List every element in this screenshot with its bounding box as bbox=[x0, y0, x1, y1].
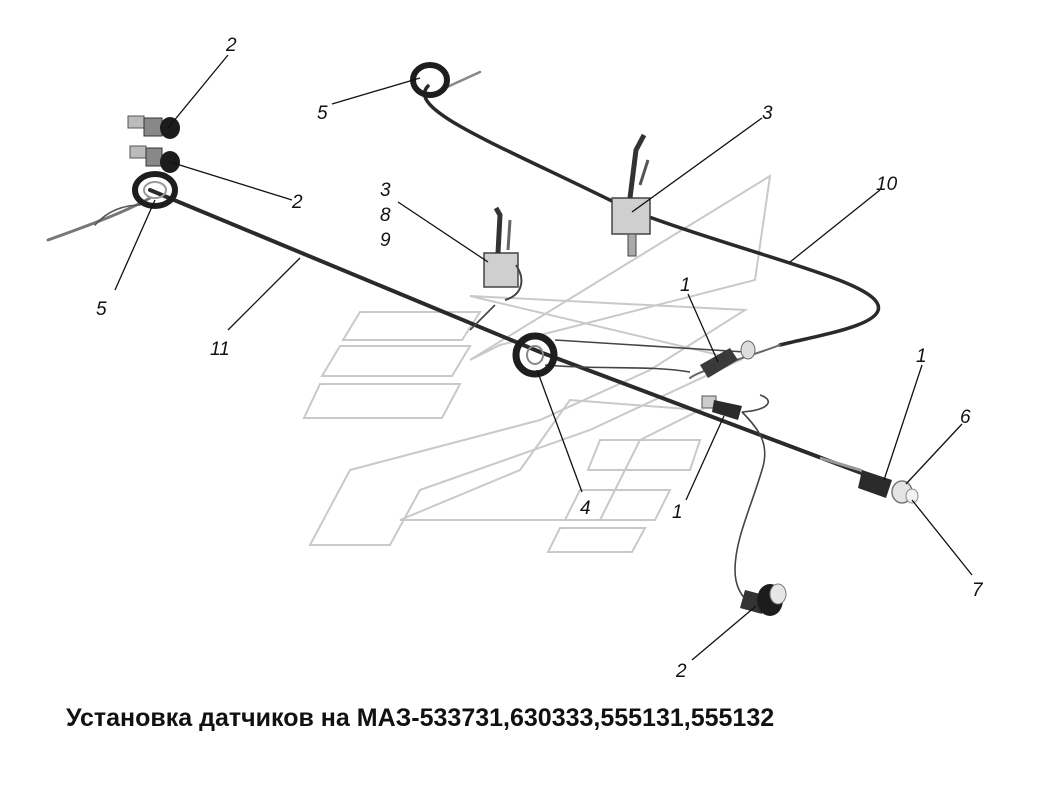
callout-10: 10 bbox=[876, 174, 898, 195]
callout-1-center: 1 bbox=[680, 275, 691, 296]
callout-8-stack: 8 bbox=[380, 205, 391, 226]
callout-1-lower: 1 bbox=[672, 502, 683, 523]
sensor-1-lower bbox=[701, 395, 742, 420]
leader-lines bbox=[114, 54, 973, 661]
sensor-1-center bbox=[700, 340, 756, 378]
callout-4: 4 bbox=[580, 498, 591, 519]
callout-5-top: 5 bbox=[317, 103, 328, 124]
callout-5-left: 5 bbox=[96, 299, 107, 320]
callout-1-right: 1 bbox=[916, 346, 927, 367]
sensor-2-top bbox=[127, 115, 180, 139]
grommet-5-top bbox=[410, 62, 450, 98]
diagram-caption: Установка датчиков на МАЗ-533731,630333,… bbox=[66, 704, 775, 732]
callout-3-stack: 3 bbox=[380, 180, 391, 201]
grommet-5-left bbox=[132, 171, 178, 209]
callout-11: 11 bbox=[210, 339, 230, 360]
sensor-3-top bbox=[611, 133, 651, 257]
callout-2-middle: 2 bbox=[291, 192, 303, 213]
callout-7: 7 bbox=[972, 580, 984, 601]
sensor-3-8-9 bbox=[483, 206, 523, 301]
sensor-2-bottom bbox=[740, 583, 787, 616]
sensor-2-middle bbox=[129, 145, 180, 173]
grommet-4 bbox=[512, 332, 558, 378]
wire-harness-11 bbox=[46, 188, 882, 482]
callout-2-bottom: 2 bbox=[675, 661, 687, 682]
callout-labels: 2 2 5 5 11 3 8 9 3 10 1 1 4 1 6 7 2 bbox=[96, 35, 984, 682]
callout-2-top: 2 bbox=[225, 35, 237, 56]
callout-3-top: 3 bbox=[762, 103, 773, 124]
callout-9-stack: 9 bbox=[380, 230, 391, 251]
callout-6: 6 bbox=[960, 407, 971, 428]
sensor-1-right bbox=[858, 470, 919, 504]
